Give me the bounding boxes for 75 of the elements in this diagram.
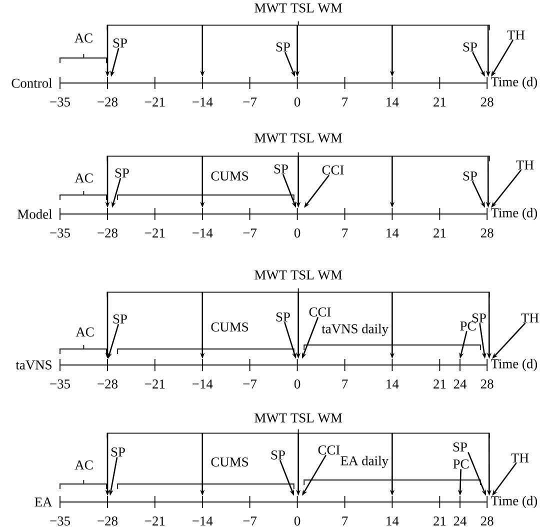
event-label: SP bbox=[453, 442, 467, 452]
tick-label: 0 bbox=[294, 97, 300, 107]
event-label: SP bbox=[113, 38, 127, 48]
event-label: TH bbox=[511, 454, 529, 462]
bracket-label: MWT TSL WM bbox=[106, 413, 490, 439]
tick-label: −14 bbox=[192, 228, 213, 238]
time-axis bbox=[60, 496, 488, 508]
event-label: SP bbox=[274, 164, 288, 174]
bracket-label: AC bbox=[74, 460, 93, 470]
tick-label: 21 bbox=[434, 380, 446, 388]
event-label: TH bbox=[521, 314, 539, 322]
bracket-label: MWT TSL WM bbox=[106, 133, 490, 162]
bracket-label: MWT TSL WM bbox=[106, 3, 490, 31]
event-label: SP bbox=[276, 312, 290, 322]
tick-label: −35 bbox=[50, 516, 70, 526]
tick-label: 14 bbox=[386, 98, 399, 106]
axis-label: Time (d) bbox=[490, 358, 538, 372]
bracket-label: AC bbox=[74, 173, 93, 182]
tick-label: −35 bbox=[50, 379, 70, 388]
event-label: SP bbox=[463, 171, 477, 180]
tick-label: 28 bbox=[480, 379, 494, 389]
event-label: PC bbox=[453, 459, 468, 468]
bracket-label: MWT TSL WM bbox=[106, 270, 490, 298]
bracket-label: taVNS daily bbox=[322, 324, 388, 336]
tick-label: 21 bbox=[434, 98, 446, 106]
event-label: CCI bbox=[309, 307, 331, 316]
bracket-label: CUMS bbox=[211, 171, 248, 180]
tick-label: 14 bbox=[386, 380, 399, 388]
tick-label: −28 bbox=[98, 97, 118, 107]
tick-label: 0 bbox=[294, 228, 300, 238]
event-label: TH bbox=[507, 30, 525, 40]
time-axis bbox=[60, 76, 488, 90]
tick-label: −28 bbox=[98, 379, 118, 389]
tick-label: −7 bbox=[243, 228, 257, 238]
bracket-label: CUMS bbox=[211, 457, 248, 466]
event-label: SP bbox=[271, 450, 285, 460]
tick-label: 14 bbox=[386, 228, 399, 238]
bracket-label: EA daily bbox=[340, 456, 388, 468]
tick-label: −7 bbox=[243, 380, 257, 388]
event-label: SP bbox=[472, 313, 486, 322]
tick-label: −21 bbox=[145, 98, 165, 106]
event-label: SP bbox=[111, 447, 125, 456]
bracket-label: CUMS bbox=[211, 322, 248, 332]
time-axis bbox=[60, 358, 488, 372]
bracket-label: AC bbox=[76, 327, 94, 336]
bracket-label: AC bbox=[74, 33, 92, 42]
event-label: SP bbox=[113, 314, 127, 324]
event-label: SP bbox=[463, 42, 477, 52]
event-label: PC bbox=[460, 321, 476, 330]
tick-label: 28 bbox=[480, 516, 494, 526]
tick-label: 0 bbox=[294, 379, 300, 389]
tick-label: 21 bbox=[434, 228, 446, 238]
tick-label: −35 bbox=[50, 97, 70, 106]
tick-label: −21 bbox=[145, 228, 165, 238]
tick-label: 7 bbox=[342, 228, 348, 238]
axis-label: Time (d) bbox=[490, 208, 538, 220]
tick-label: −21 bbox=[145, 380, 165, 388]
tick-label: 24 bbox=[454, 380, 467, 388]
tick-label: −14 bbox=[192, 380, 213, 388]
tick-label: 7 bbox=[342, 98, 348, 106]
tick-label: 28 bbox=[480, 97, 494, 107]
tick-label: −14 bbox=[192, 98, 213, 106]
tick-label: −35 bbox=[50, 228, 70, 238]
event-label: SP bbox=[276, 42, 290, 52]
event-label: CCI bbox=[322, 165, 344, 174]
time-axis bbox=[60, 208, 488, 220]
event-label: CCI bbox=[318, 445, 340, 454]
tick-label: 7 bbox=[342, 380, 348, 388]
axis-label: Time (d) bbox=[490, 496, 538, 508]
tick-label: 28 bbox=[480, 228, 494, 238]
event-label: TH bbox=[516, 160, 534, 170]
tick-label: −28 bbox=[98, 228, 118, 238]
event-label: SP bbox=[115, 168, 129, 178]
axis-label: Time (d) bbox=[490, 76, 538, 90]
tick-label: −7 bbox=[243, 98, 257, 106]
